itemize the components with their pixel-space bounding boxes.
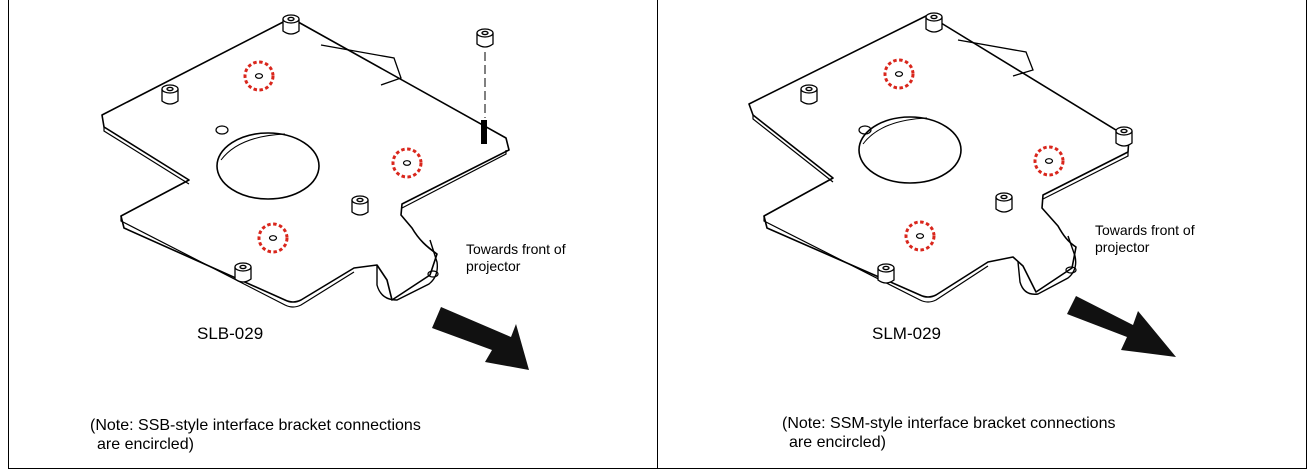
rear-tab — [957, 39, 1034, 77]
encircled-connection — [1033, 145, 1065, 177]
model-label: SLM-029 — [872, 324, 941, 343]
slb-029-bracket-drawing — [101, 14, 529, 370]
encircled-connection — [391, 147, 423, 179]
note-line-1: (Note: SSM-style interface bracket conne… — [782, 415, 1116, 432]
rear-tab — [320, 44, 402, 86]
plate-edge — [103, 127, 507, 308]
standoff — [1115, 126, 1133, 147]
standoff — [800, 84, 818, 105]
front-tab — [376, 239, 439, 301]
panel-divider — [657, 0, 658, 469]
encircled-connection — [257, 222, 289, 254]
direction-label: Towards front of projector — [1095, 222, 1195, 255]
note-text: (Note: SSB-style interface bracket conne… — [90, 416, 421, 454]
standoff — [877, 263, 895, 284]
direction-label: Towards front of projector — [466, 241, 566, 274]
note-line-2: are encircled) — [789, 434, 886, 451]
standoff — [351, 195, 369, 216]
standoff — [995, 192, 1013, 213]
encircled-connection — [883, 58, 915, 90]
encircled-connection — [904, 220, 936, 252]
encircled-connection — [243, 60, 275, 92]
standoff — [925, 12, 943, 33]
center-hole — [858, 116, 962, 184]
standoff — [282, 14, 300, 35]
standoff — [161, 84, 179, 105]
note-line-1: (Note: SSB-style interface bracket conne… — [90, 417, 421, 434]
panel-slm-029: SLM-029 Towards front of projector (Note… — [658, 0, 1306, 469]
direction-arrow — [1067, 296, 1176, 357]
note-text: (Note: SSM-style interface bracket conne… — [782, 414, 1115, 452]
panel-slb-029: SLB-029 Towards front of projector (Note… — [9, 0, 657, 469]
slm-029-bracket-drawing — [748, 12, 1176, 357]
front-tab — [1017, 235, 1077, 295]
standoff — [234, 262, 252, 283]
center-hole — [216, 132, 320, 200]
plate-edge — [752, 115, 1129, 303]
direction-arrow — [432, 307, 529, 370]
model-label: SLB-029 — [197, 324, 264, 343]
note-line-2: are encircled) — [97, 436, 194, 453]
loose-standoff — [476, 28, 494, 48]
threaded-stud — [481, 120, 487, 144]
